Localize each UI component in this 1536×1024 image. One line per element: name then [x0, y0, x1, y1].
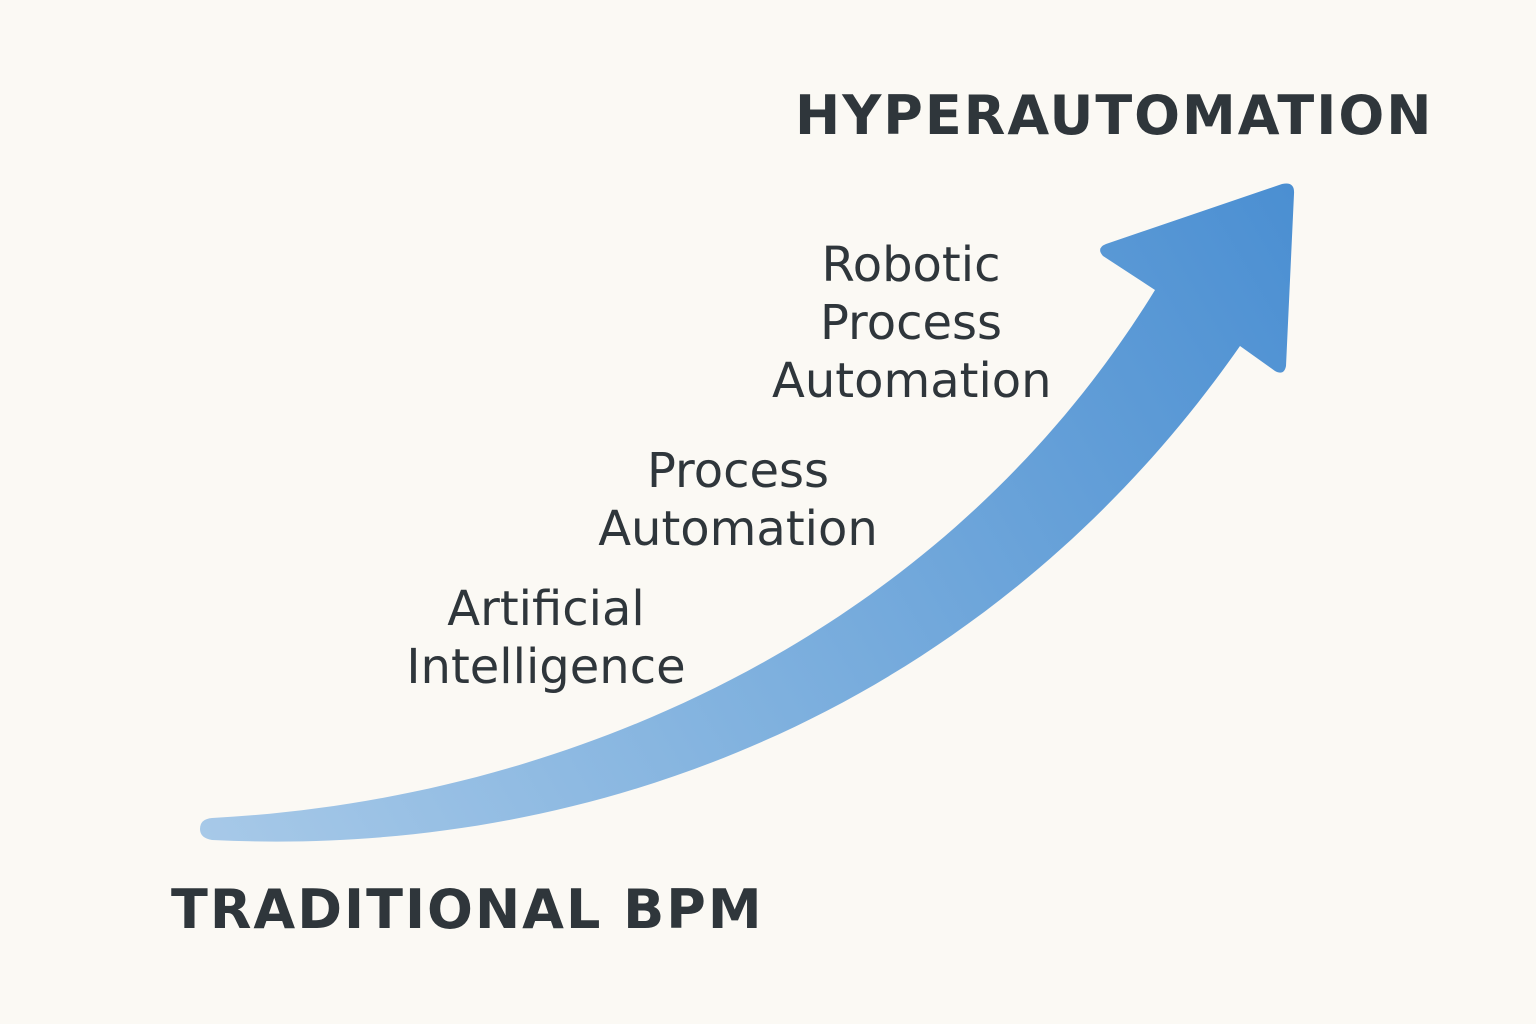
stage-label-line: Artificial — [447, 581, 645, 637]
arrow-shaft — [200, 183, 1295, 842]
stage-label-line: Robotic — [821, 237, 1001, 293]
stage-label-line: Process — [646, 443, 830, 499]
stage-label-line: Intelligence — [406, 639, 686, 695]
end-stage-label: HYPERAUTOMATION — [795, 84, 1434, 147]
stage-label-line: Process — [819, 295, 1003, 351]
stage-label-robotic-process-automation: Robotic Process Automation — [772, 236, 1052, 410]
stage-label-artificial-intelligence: Artificial Intelligence — [405, 580, 687, 696]
stage-label-line: Automation — [772, 353, 1052, 409]
start-stage-label: TRADITIONAL BPM — [171, 878, 764, 941]
stage-label-process-automation: Process Automation — [598, 442, 878, 558]
stage-label-line: Automation — [598, 501, 878, 557]
